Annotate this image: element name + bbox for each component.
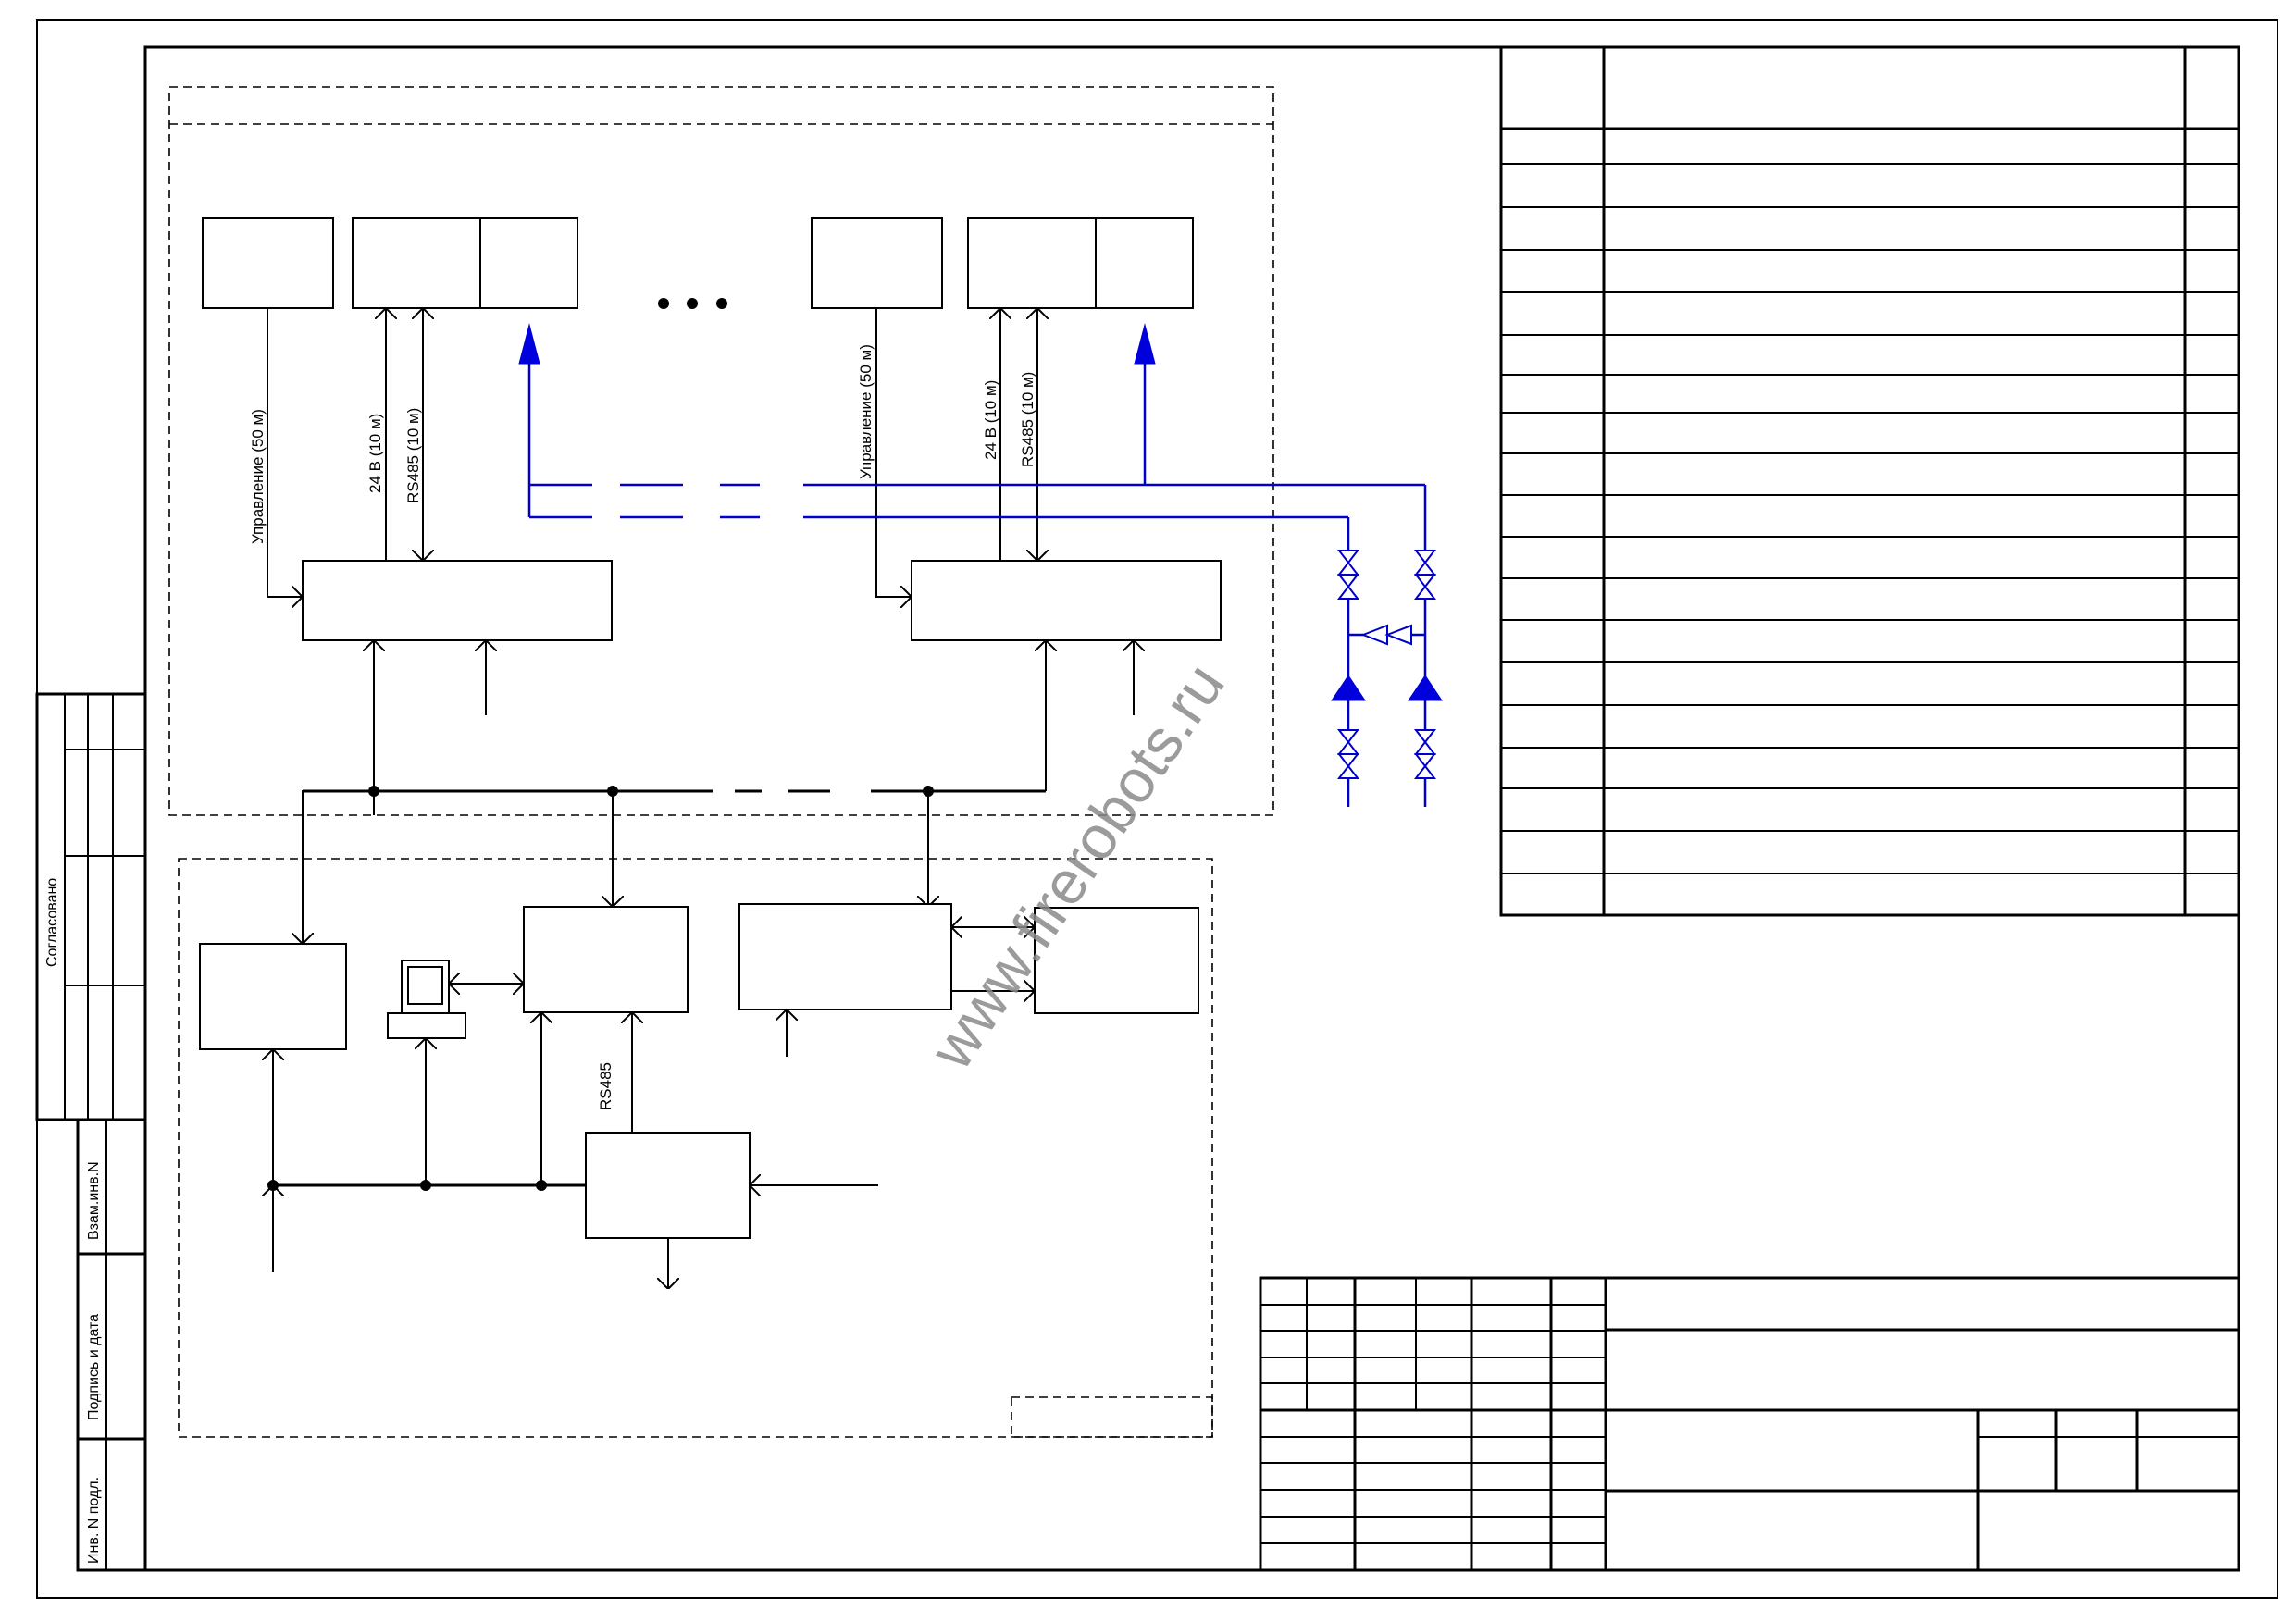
label-rs485-1: RS485 (10 м) [404,408,422,503]
robot-2-actuator [811,217,943,309]
robot-1-actuator [202,217,334,309]
input-output-module [585,1132,751,1239]
label-control-2: Управление (50 м) [857,344,875,479]
power-supply-unit [199,943,347,1050]
title-block [1259,1276,2240,1572]
field-zone [168,86,1274,816]
ellipsis-dots [658,298,727,309]
inv-original-label: Инв. N подл. [86,1477,102,1564]
spec-table [1499,45,2240,917]
robot-2-nozzle [1095,217,1194,309]
label-rs485-3: RS485 [597,1062,614,1110]
label-rs485-2: RS485 (10 м) [1019,372,1036,467]
robot-1-links [267,308,486,815]
local-control-unit-2 [911,560,1222,641]
central-controller [523,906,689,1013]
control-room-zone [178,858,1213,1438]
robot-1-body [352,217,481,309]
label-power-1: 24 В (10 м) [366,414,384,493]
fire-alarm-interface [738,903,952,1010]
external-system [1034,907,1199,1014]
robot-1-nozzle [479,217,578,309]
local-control-unit-1 [302,560,613,641]
replace-inv-label: Взам.инв.N [86,1161,102,1240]
pipe-valves [1331,550,1443,779]
computer-icon [387,960,466,1039]
inventory-strip: Взам.инв.N Подпись и дата Инв. N подл. [76,1118,147,1572]
field-bus [303,640,1046,944]
watermark: www.firerobots.ru [916,651,1237,1082]
robot-2-body [967,217,1097,309]
agreed-label: Согласовано [44,878,60,967]
label-power-2: 24 В (10 м) [982,380,999,460]
approval-strip: Согласовано [35,692,147,1121]
signature-date-label: Подпись и дата [86,1314,102,1420]
control-room-links [267,927,1035,1289]
label-control-1: Управление (50 м) [249,409,267,544]
robot-2-links [875,308,1134,715]
